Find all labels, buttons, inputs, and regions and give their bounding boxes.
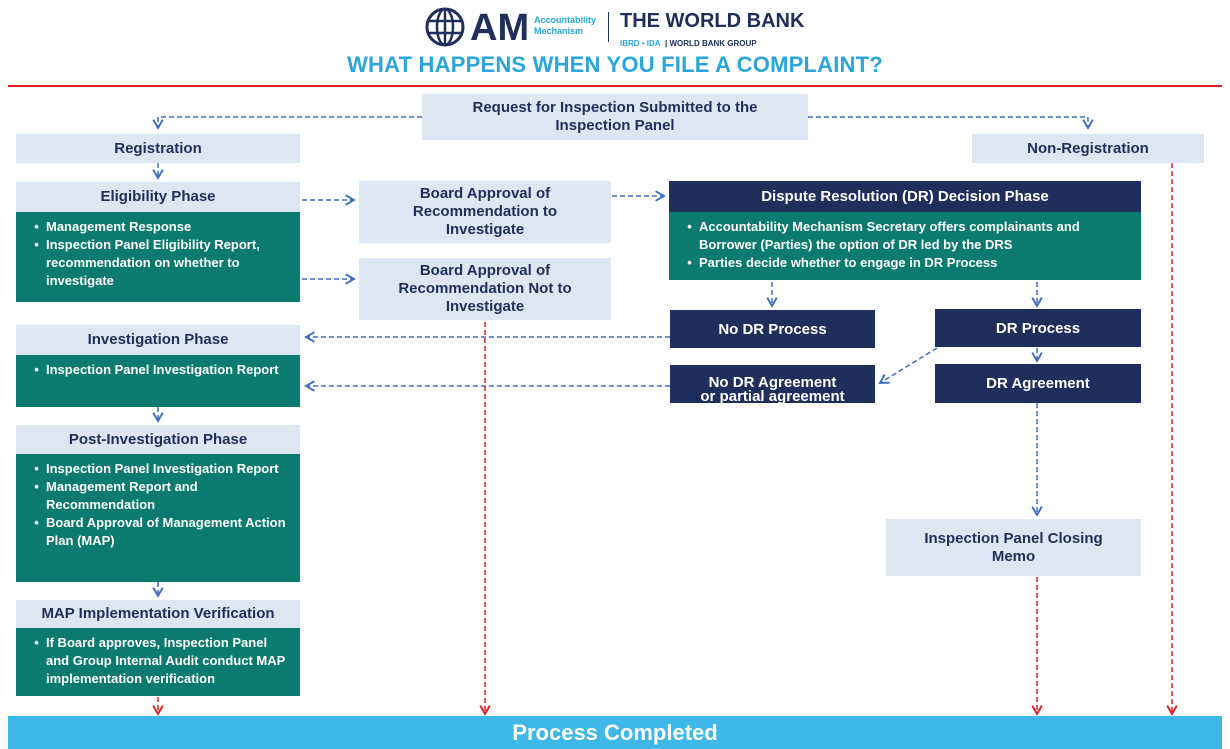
process-completed-bar: Process Completed [8, 716, 1222, 749]
eligibility-item: Inspection Panel Eligibility Report, rec… [46, 236, 292, 290]
no-dr-agreement-box: No DR Agreement or partial agreement [670, 365, 875, 403]
world-bank-name: THE WORLD BANK [620, 10, 805, 32]
header-logos: AM Accountability Mechanism THE WORLD BA… [424, 6, 824, 48]
title-divider [8, 85, 1222, 87]
dr-decision-title: Dispute Resolution (DR) Decision Phase [669, 181, 1141, 212]
investigation-details: Inspection Panel Investigation Report [16, 355, 300, 407]
post-investigation-item: Inspection Panel Investigation Report [46, 460, 292, 478]
dr-decision-item: Parties decide whether to engage in DR P… [699, 254, 1133, 272]
non-registration-box: Non-Registration [972, 134, 1204, 163]
investigation-item: Inspection Panel Investigation Report [46, 361, 292, 379]
dr-decision-item: Accountability Mechanism Secretary offer… [699, 218, 1133, 254]
logo-am-text: AM [470, 7, 530, 49]
post-investigation-title: Post-Investigation Phase [16, 425, 300, 454]
no-dr-agreement-line2: or partial agreement [700, 388, 845, 403]
logo-am-line2: Mechanism [534, 26, 584, 36]
dr-process-box: DR Process [935, 309, 1141, 347]
map-verification-details: If Board approves, Inspection Panel and … [16, 628, 300, 696]
arrow-request-to-nonregistration [808, 116, 1094, 130]
no-dr-process-box: No DR Process [670, 310, 875, 348]
world-bank-sub-b: WORLD BANK GROUP [669, 39, 757, 48]
board-approve-box: Board Approval of Recommendation to Inve… [359, 181, 611, 243]
eligibility-item: Management Response [46, 218, 292, 236]
post-investigation-details: Inspection Panel Investigation Report Ma… [16, 454, 300, 582]
page-title: WHAT HAPPENS WHEN YOU FILE A COMPLAINT? [347, 52, 883, 77]
post-investigation-item: Management Report and Recommendation [46, 478, 292, 514]
registration-box: Registration [16, 134, 300, 163]
post-investigation-item: Board Approval of Management Action Plan… [46, 514, 292, 550]
arrow-request-to-registration [152, 116, 422, 130]
eligibility-title: Eligibility Phase [16, 182, 300, 212]
closing-memo-box: Inspection Panel Closing Memo [886, 519, 1141, 576]
logo-divider [608, 12, 609, 42]
logo-am-subtitle: Accountability Mechanism [534, 15, 596, 37]
arrow-dr-process-to-no-agreement [878, 347, 938, 385]
dr-agreement-box: DR Agreement [935, 364, 1141, 403]
investigation-title: Investigation Phase [16, 325, 300, 355]
map-verification-title: MAP Implementation Verification [16, 600, 300, 628]
world-bank-sub-sep: | [665, 39, 670, 48]
no-dr-agreement-line1: No DR Agreement [708, 374, 837, 391]
map-verification-item: If Board approves, Inspection Panel and … [46, 634, 292, 688]
world-bank-sub: IBRD • IDA | WORLD BANK GROUP [620, 33, 757, 51]
board-not-box: Board Approval of Recommendation Not to … [359, 258, 611, 320]
globe-icon [424, 6, 466, 48]
dr-decision-details: Accountability Mechanism Secretary offer… [669, 212, 1141, 280]
request-box: Request for Inspection Submitted to the … [422, 94, 808, 140]
logo-am-line1: Accountability [534, 15, 597, 25]
world-bank-sub-a: IBRD • IDA [620, 39, 661, 48]
eligibility-details: Management Response Inspection Panel Eli… [16, 212, 300, 302]
